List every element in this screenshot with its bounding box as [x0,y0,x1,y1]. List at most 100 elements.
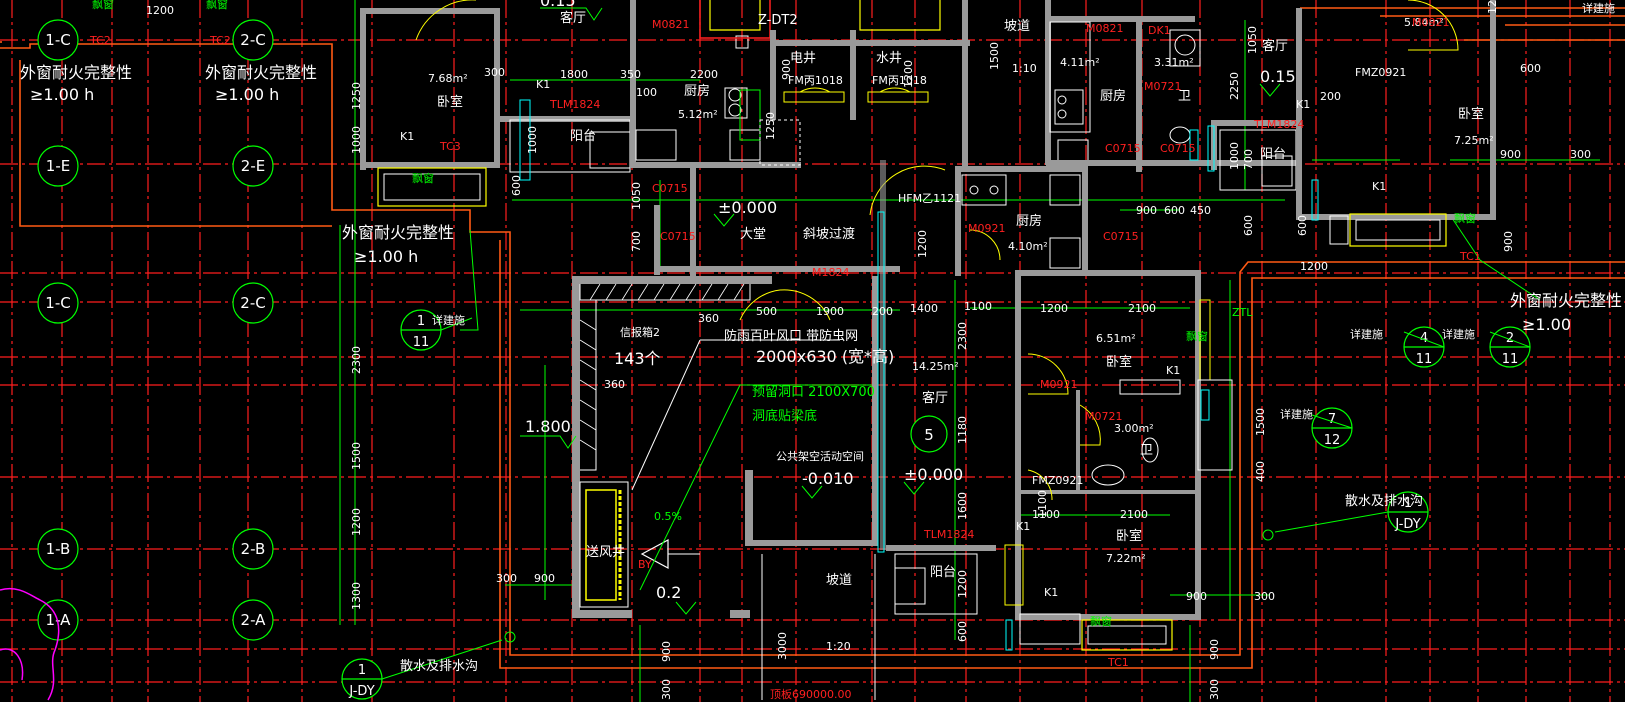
shaft-name: 电井 [790,51,816,66]
room-area: 5.12m² [678,108,718,121]
window-code: C0715 [652,182,688,195]
room-area: 3.31m² [1154,56,1194,69]
window-code: TLM1824 [923,528,974,541]
detail-bubble-top: 7 [1328,412,1336,427]
bay-window-label: 飘窗 [206,0,228,11]
detail-bubble-top: 1 [417,314,425,329]
dimension-value: 900 [1186,590,1207,603]
shaft-name: 水井 [876,51,902,66]
dimension-value: 1200 [956,570,969,598]
room-name: 阳台 [930,565,956,580]
dimension-value: 300 [1254,590,1275,603]
axis-label: 1-B [46,540,71,558]
elevation-mark: 0.15 [540,0,576,10]
public-space-label: 公共架空活动空间 [776,449,864,463]
dimension-value: 3000 [776,632,789,660]
cyan-outlines [519,99,1319,651]
dimension-value: 1100 [964,300,992,313]
dimension-value: 700 [630,231,643,252]
bay-window-label: 飘窗 [92,0,114,11]
dimension-value: 600 [510,175,523,196]
dimension-value: 900 [1500,148,1521,161]
dimension-value: 200 [1320,90,1341,103]
k1-label: K1 [1016,520,1030,533]
ramp-ratio: 1:10 [1012,62,1037,75]
window-code: TC1 [1459,250,1481,263]
fire-integrity-note: 外窗耐火完整性 [1510,291,1622,310]
door-code: M0721 [1144,80,1182,93]
k1-label: K1 [1044,586,1058,599]
room-area: 5.84m² [1404,16,1444,29]
k1-label: K1 [536,78,550,91]
detail-ref: 详建施 [1582,1,1615,15]
axis-label: 2-E [241,157,265,175]
room-name: 卧室 [437,94,463,110]
dimension-value: 1900 [816,305,844,318]
bay-window-label: 飘窗 [1090,614,1112,628]
dimension-value: 2300 [350,346,363,374]
door-code: M0721 [1085,410,1123,423]
window-code: C0715 [1103,230,1139,243]
dimension-value: 2100 [1120,508,1148,521]
room-area: 7.68m² [428,72,468,85]
dimension-value: 500 [756,305,777,318]
ztl-label: ZTL [1232,306,1253,319]
detail-bubble-bottom: 11 [413,335,430,350]
axis-label: 2-C [240,31,265,49]
window-code: TC1 [1107,656,1129,669]
detail-ref: 详建施 [1280,407,1313,421]
dimension-value: 1200 [916,230,929,258]
dimension-value: 1100 [1036,490,1049,518]
fire-integrity-note: 外窗耐火完整性 [342,223,454,242]
room-name: 厨房 [1016,213,1042,229]
louver-size: 2000x630 (宽*高) [756,347,894,366]
elevation-markers [520,7,1281,615]
room-area: 14.25m² [912,360,959,373]
door-code: HFM乙1121 [898,192,961,205]
axis-label: 1-C [45,31,70,49]
room-area: 7.25m² [1454,134,1494,147]
lobby-block [572,160,946,700]
fire-integrity-note: 外窗耐火完整性 [205,63,317,82]
axis-label: 1-C [45,294,70,312]
dimension-value: 1200 [902,60,915,88]
window-code: C0715 [660,230,696,243]
axis-label: 2-A [241,611,267,629]
dimension-value: 300 [484,66,505,79]
axis-label: 1-E [46,157,70,175]
dimension-value: 2200 [690,68,718,81]
k1-label: K1 [400,130,414,143]
room-name: 卧室 [1116,528,1142,544]
dimension-value: 1250 [350,82,363,110]
room-name: 卧室 [1458,106,1484,122]
mailbox-count: 143个 [614,349,661,368]
dimension-value: 900 [1208,639,1221,660]
door-code: FMZ0921 [1032,474,1083,487]
axis-label: 2-C [240,294,265,312]
dimension-value: 1300 [350,582,363,610]
dimension-value: 600 [1296,215,1309,236]
dimension-value: 100 [636,86,657,99]
room-name: 卫 [1178,89,1191,104]
unit-right [1296,0,1496,247]
axis-label: 1-A [46,611,72,629]
beam-note: 洞底贴梁底 [752,408,817,424]
room-name: 客厅 [1262,38,1288,54]
dimension-value: 1500 [988,42,1001,70]
dimension-value: 300 [660,679,673,700]
ramp-label: 坡道 [826,573,852,588]
door-code: FM丙1018 [872,74,927,87]
dimension-value: 900 [780,59,793,80]
door-code: M0821 [652,18,690,31]
dimension-value: 360 [698,312,719,325]
room-area: 7.22m² [1106,552,1146,565]
leader-lines [381,214,1541,680]
shaft-mark: BY [638,558,652,571]
door-code: FM丙1018 [788,74,843,87]
room-name: 大堂 [740,227,766,242]
bay-window-label: 飘窗 [1186,329,1208,343]
elevation-mark: ±0.000 [718,198,777,217]
dimension-value: 2300 [956,322,969,350]
